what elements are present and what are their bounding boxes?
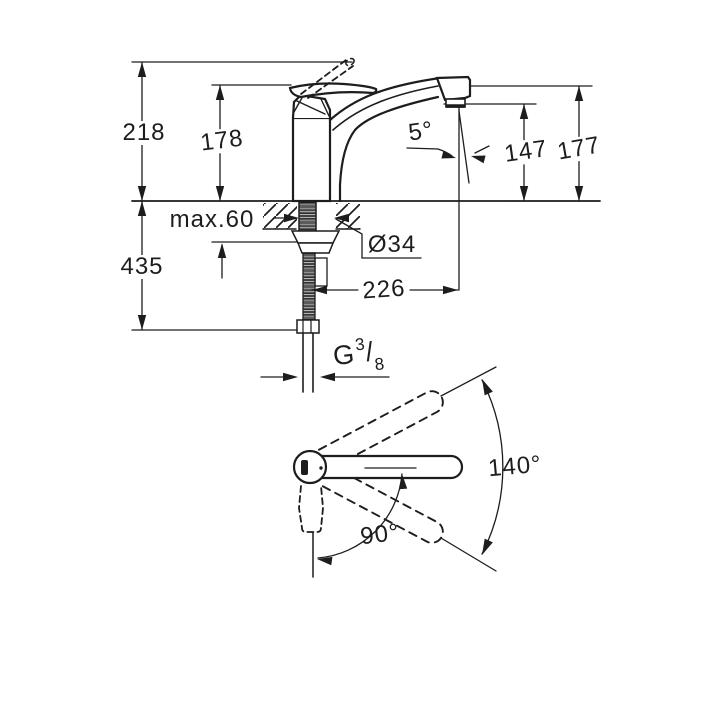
spout-down-position — [298, 485, 324, 533]
water-stream — [458, 107, 470, 291]
cartridge-slot — [301, 460, 308, 475]
handle-top-view — [320, 454, 464, 480]
hose-nut — [296, 319, 320, 334]
thread-g: G — [331, 338, 356, 372]
dim-depth-below-counter: 435 — [116, 255, 168, 279]
angle5-leader-right — [474, 145, 490, 154]
lever-handle-raised — [300, 57, 355, 99]
dim-supply-thread: G 3/8 — [331, 334, 386, 375]
dim-max-counter-thickness: max.60 — [169, 206, 255, 233]
swivel-range-90 — [317, 473, 403, 559]
dim-handle-height: 178 — [195, 124, 249, 157]
thread-denominator: 8 — [373, 354, 386, 375]
dim-hole-diameter: Ø34 — [367, 231, 417, 258]
supply-tube — [302, 332, 314, 393]
dim-spout-swivel-range: 140° — [487, 450, 543, 483]
mounting-washer — [290, 230, 341, 244]
arrowheads — [137, 62, 584, 382]
dim-height-above-counter: 218 — [118, 121, 170, 145]
arc-arrowheads — [317, 379, 493, 566]
side-view — [131, 57, 601, 393]
spout-head — [435, 75, 472, 102]
spout — [328, 76, 442, 203]
thread-numerator: 3 — [354, 334, 366, 355]
handle-position-upper — [318, 390, 444, 471]
aerator — [445, 98, 466, 108]
handle-position-lower — [318, 463, 444, 544]
top-view — [292, 366, 504, 578]
swivel-range-140 — [440, 366, 504, 572]
mounting-dowel — [314, 257, 328, 287]
dim-outlet-angle: 5° — [406, 116, 436, 147]
extension-lines — [131, 61, 593, 331]
dim-spout-projection: 226 — [357, 275, 411, 304]
threaded-stud — [302, 252, 316, 321]
faucet-body — [288, 57, 472, 291]
dim-handle-swivel-range: 90° — [358, 518, 402, 551]
lever-handle — [288, 82, 378, 99]
threaded-shank — [298, 201, 317, 232]
body-top-view — [292, 449, 328, 485]
mounting-assembly — [290, 201, 341, 393]
hole-dia-leader — [335, 218, 422, 259]
pivot-dot — [319, 466, 323, 470]
